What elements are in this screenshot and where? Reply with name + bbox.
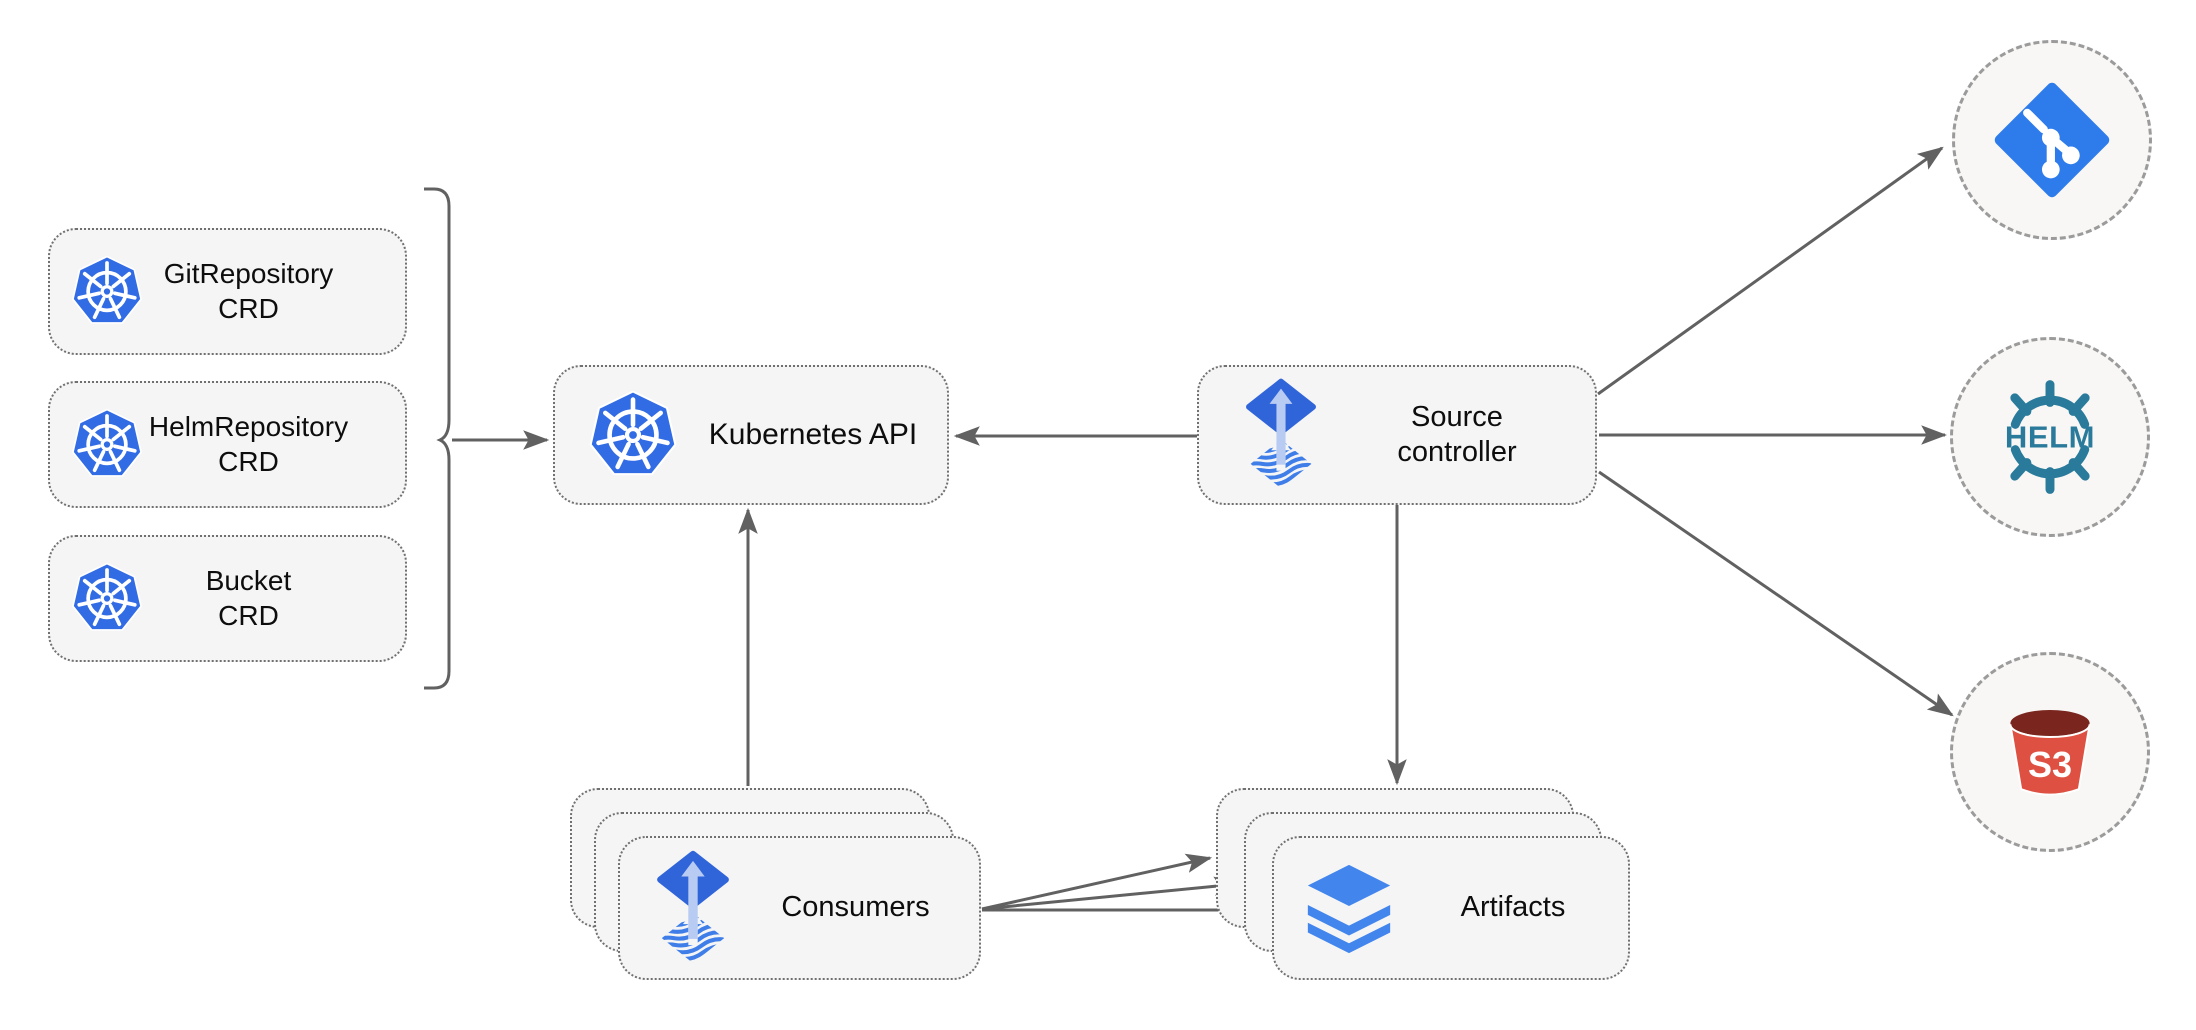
arrow-source-controller-to-git <box>1597 146 1944 396</box>
kubernetes-icon <box>70 406 144 483</box>
s3-bucket-icon: S3 <box>2009 710 2091 796</box>
node-git-source <box>1952 40 2152 240</box>
helm-icon-text: HELM <box>2005 420 2095 455</box>
node-label: Source controller <box>1397 400 1517 468</box>
flux-icon <box>1243 378 1319 492</box>
node-label: Kubernetes API <box>708 417 918 451</box>
node-label: Bucket CRD <box>205 565 292 631</box>
node-gitrepository-crd: GitRepository CRD <box>48 228 407 355</box>
node-s3-source: S3 <box>1950 652 2150 852</box>
kubernetes-icon <box>70 560 144 637</box>
arrow-consumers-to-artifacts-1 <box>981 853 1213 911</box>
node-bucket-crd: Bucket CRD <box>48 535 407 662</box>
arrow-consumers-to-artifacts-2 <box>981 876 1241 911</box>
node-label: GitRepository CRD <box>163 258 334 324</box>
flux-icon <box>654 850 732 967</box>
helm-icon: HELM <box>2005 380 2095 494</box>
arrow-source-controller-to-s3 <box>1598 470 1954 717</box>
node-source-controller: Source controller <box>1197 365 1597 505</box>
layers-icon <box>1300 859 1398 957</box>
git-icon <box>1994 82 2110 198</box>
node-helmrepository-crd: HelmRepository CRD <box>48 381 407 508</box>
node-artifacts: Artifacts <box>1272 836 1630 980</box>
s3-icon-text: S3 <box>2028 744 2072 785</box>
node-label: Consumers <box>781 891 930 924</box>
crd-group-bracket <box>424 187 451 690</box>
node-label: Artifacts <box>1460 891 1566 924</box>
node-kubernetes-api: Kubernetes API <box>553 365 949 505</box>
kubernetes-icon <box>70 253 144 330</box>
node-helm-source: HELM <box>1950 337 2150 537</box>
node-consumers: Consumers <box>618 836 981 980</box>
node-label: HelmRepository CRD <box>148 411 349 477</box>
kubernetes-icon <box>587 387 679 483</box>
